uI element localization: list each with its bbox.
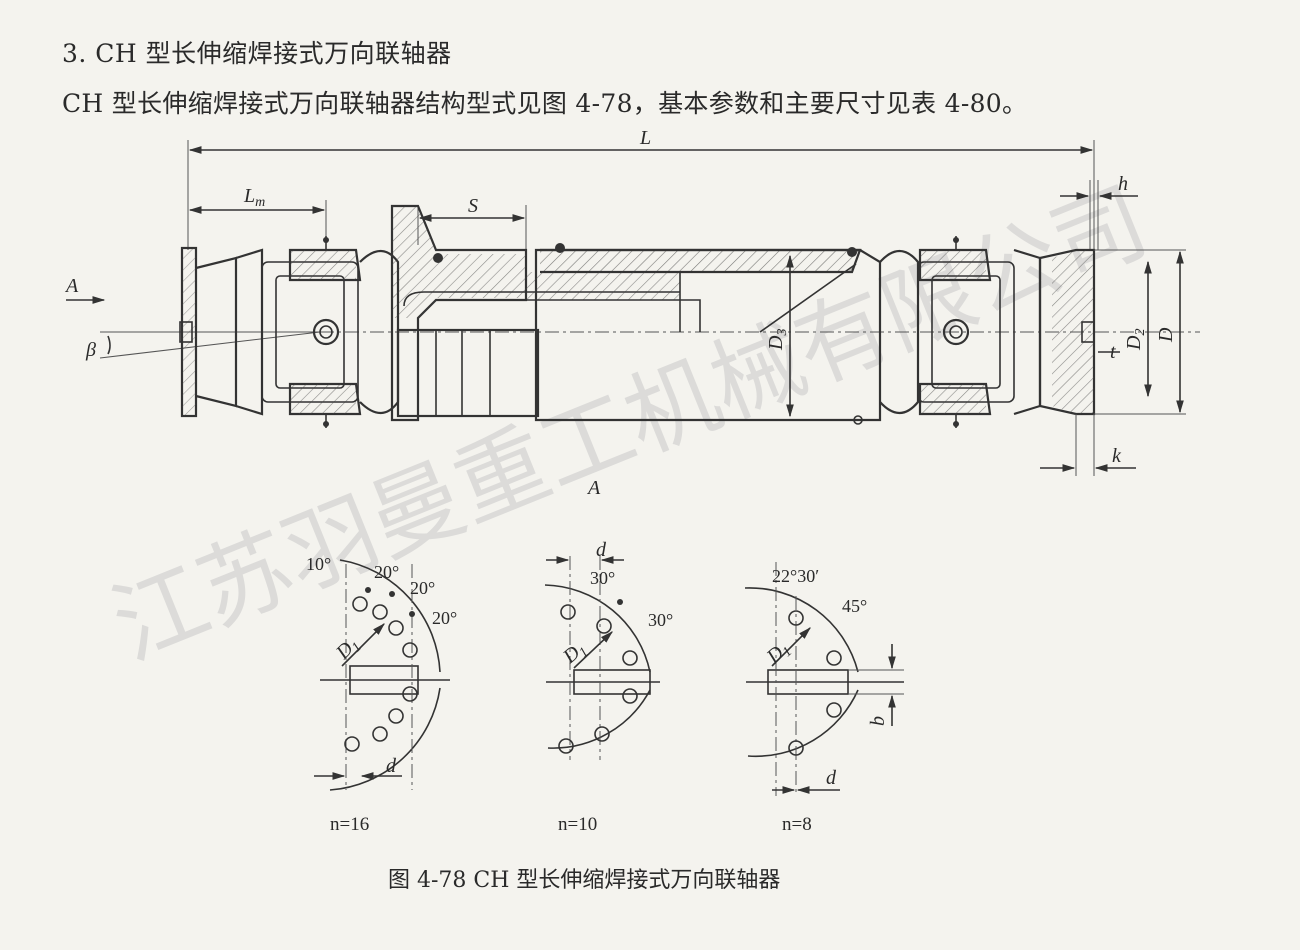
section-A-label: A [586, 477, 601, 499]
figure-caption: 图 4-78 CH 型长伸缩焊接式万向联轴器 [388, 868, 781, 893]
hole-count-label: n=16 [330, 814, 369, 835]
dim-D1: D1 [331, 633, 365, 667]
watermark: 江苏羽曼重工机械有限公司 [98, 168, 1162, 681]
bolt-holes-n16 [344, 596, 418, 752]
angle-label: 45° [842, 596, 867, 616]
dim-D1: D1 [762, 637, 795, 671]
dim-L: L [639, 127, 651, 149]
view-A-label: A [64, 275, 79, 297]
dim-b: b [867, 716, 889, 726]
dim-d: d [386, 755, 397, 777]
dim-d: d [826, 767, 837, 789]
flange-view-n16: 10° 20° 20° 20° D1 d n=16 [306, 554, 457, 835]
flange-view-n10: d 30° 30° D1 n=10 [544, 539, 673, 835]
dim-k: k [1112, 445, 1122, 467]
angle-label: 10° [306, 554, 331, 574]
angle-label: 20° [410, 578, 435, 598]
angle-label: 20° [374, 562, 399, 582]
dim-h: h [1118, 173, 1128, 195]
dim-D1: D1 [558, 637, 591, 671]
angle-label: 30° [590, 568, 615, 588]
flange-view-n8: 22°30′ 45° D1 b d n=8 [744, 562, 904, 835]
section-heading: 3. CH 型长伸缩焊接式万向联轴器 [62, 39, 452, 68]
coupling-side-view: L Lm S h A β [64, 127, 1200, 499]
dim-D3: D3 [765, 329, 790, 351]
hole-count-label: n=8 [782, 814, 812, 835]
bolt-holes-n8 [788, 610, 842, 756]
hole-count-label: n=10 [558, 814, 597, 835]
dim-D: D [1155, 327, 1177, 343]
dim-D2: D2 [1123, 329, 1148, 351]
dim-Lm: Lm [243, 185, 265, 210]
dim-d: d [596, 539, 607, 561]
angle-label: 20° [432, 608, 457, 628]
dim-S: S [468, 195, 478, 217]
dim-t: t [1110, 341, 1116, 363]
angle-label: 30° [648, 610, 673, 630]
intro-paragraph: CH 型长伸缩焊接式万向联轴器结构型式见图 4-78，基本参数和主要尺寸见表 4… [62, 89, 1028, 118]
dim-beta: β [85, 339, 96, 361]
angle-label: 22°30′ [772, 566, 819, 586]
bolt-holes-n10 [558, 604, 638, 754]
